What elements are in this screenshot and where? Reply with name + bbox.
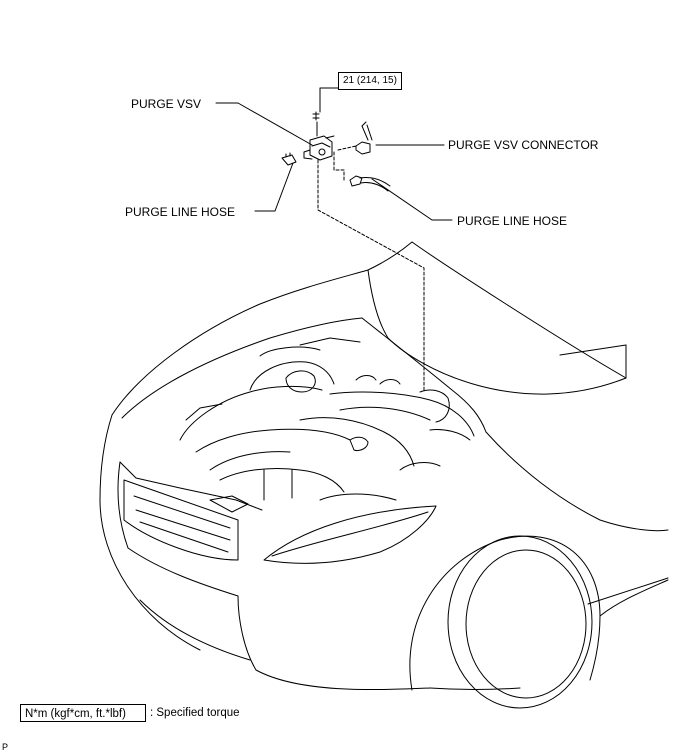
purge-line-hose-left-part <box>281 152 297 166</box>
purge-vsv-part <box>303 111 335 161</box>
label-purge-vsv: PURGE VSV <box>131 97 202 111</box>
label-purge-line-hose-left: PURGE LINE HOSE <box>125 205 236 219</box>
dashed-guides <box>317 145 425 391</box>
legend-units-box: N*m (kgf*cm, ft.*lbf) <box>20 704 146 722</box>
label-purge-vsv-connector: PURGE VSV CONNECTOR <box>448 138 599 152</box>
torque-spec-box: 21 (214, 15) <box>338 72 402 90</box>
purge-line-hose-right-part <box>349 175 391 192</box>
footer-code: P <box>2 742 9 752</box>
car-body <box>99 241 669 709</box>
engine-bay <box>179 337 475 513</box>
legend-description: : Specified torque <box>150 707 240 719</box>
purge-vsv-connector-part <box>355 121 373 155</box>
leader-lines <box>215 87 453 221</box>
label-purge-line-hose-right: PURGE LINE HOSE <box>457 214 568 228</box>
